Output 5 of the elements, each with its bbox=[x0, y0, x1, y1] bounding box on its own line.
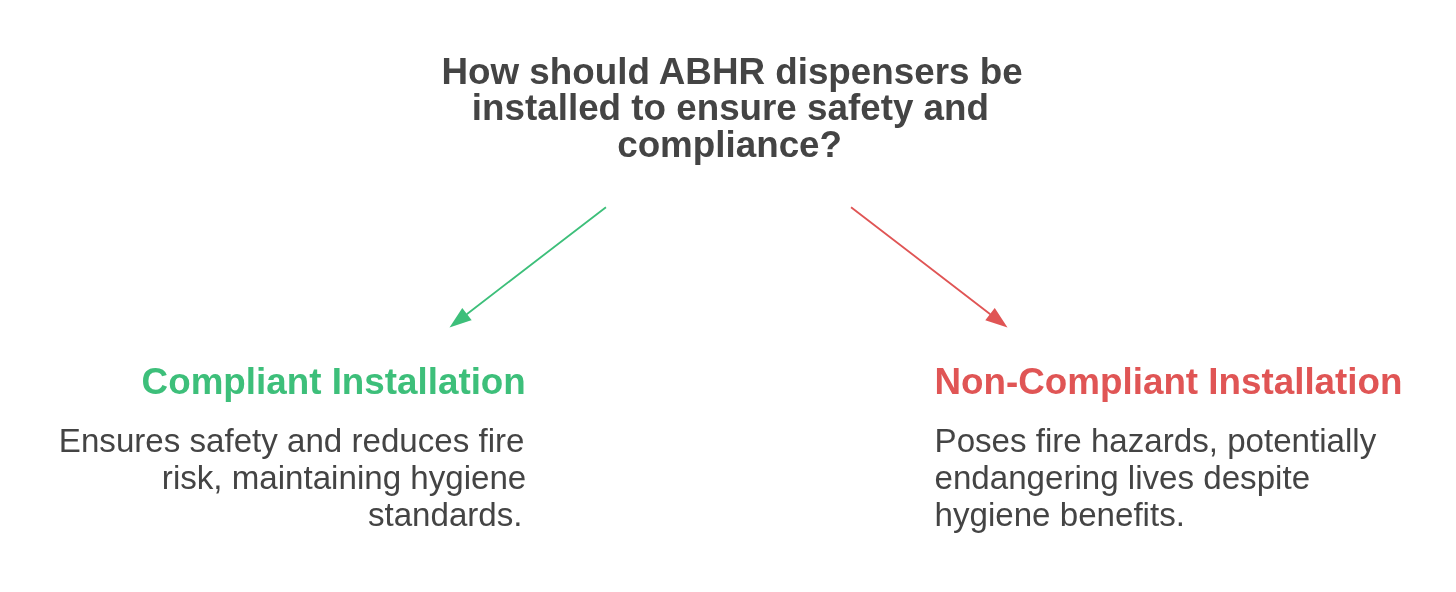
node-text: How should ABHR dispensers be installed to ensure safety and compliance? bbox=[441, 50, 1023, 166]
node-text: Compliant Installation Ensures safety and reduces fire risk, maintaining hygiene standards. bbox=[58, 361, 526, 533]
arrow bbox=[849, 206, 1007, 328]
arrow bbox=[449, 206, 607, 328]
node-text: Non-Compliant Installation Poses fire hazards, potentially endangering lives despite hygiene benefits. bbox=[934, 361, 1402, 533]
